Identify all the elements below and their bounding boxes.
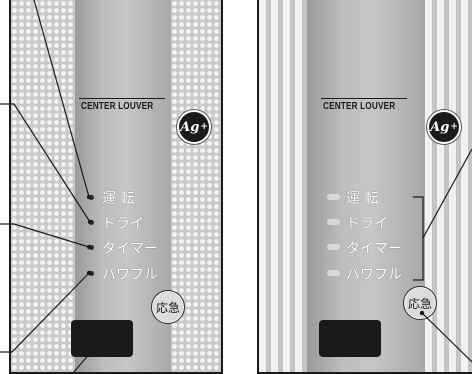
led-dot-icon — [89, 245, 94, 250]
indicator-label: タイマー — [346, 241, 402, 257]
stripe-pattern-right — [425, 0, 472, 372]
ag-plus-badge-icon: Ag+ — [427, 110, 461, 144]
center-strip — [307, 0, 425, 372]
led-bar-icon — [327, 219, 340, 225]
indicator-label: ドライ — [346, 216, 388, 232]
indicator-label: 運 転 — [346, 191, 379, 207]
led-dot-icon — [89, 195, 94, 200]
stripe-pattern-left — [259, 0, 307, 372]
indicator-label: ドライ — [102, 216, 144, 232]
dot-pattern-right — [171, 0, 221, 372]
emergency-button[interactable]: 応急 — [151, 290, 185, 324]
display-window — [71, 320, 133, 357]
led-bar-icon — [327, 194, 340, 200]
led-dot-icon — [89, 220, 94, 225]
led-dot-icon — [89, 271, 94, 276]
indicator-label: 運 転 — [102, 191, 135, 207]
dot-pattern-left — [11, 0, 75, 372]
display-window — [319, 320, 381, 357]
ag-badge-text: Ag — [430, 119, 450, 135]
led-bar-icon — [327, 244, 340, 250]
indicator-label: パワフル — [102, 267, 158, 283]
ag-badge-sup: + — [450, 122, 458, 132]
panel-right: CENTER LOUVER Ag+ 運 転 ドライ タイマー パワフル 応急 — [257, 0, 472, 374]
emergency-button[interactable]: 応急 — [403, 286, 437, 320]
panel-title: CENTER LOUVER — [323, 101, 396, 112]
indicator-label: パワフル — [346, 267, 402, 283]
title-line — [321, 98, 407, 99]
ag-badge-sup: + — [200, 122, 208, 132]
ag-badge-text: Ag — [180, 119, 200, 135]
panel-title: CENTER LOUVER — [81, 101, 154, 112]
ag-plus-badge-icon: Ag+ — [177, 110, 211, 144]
led-bar-icon — [327, 270, 340, 276]
title-line — [79, 98, 165, 99]
indicator-label: タイマー — [102, 241, 158, 257]
panel-left: CENTER LOUVER Ag+ 運 転 ドライ タイマー パワフル 応急 — [9, 0, 223, 374]
